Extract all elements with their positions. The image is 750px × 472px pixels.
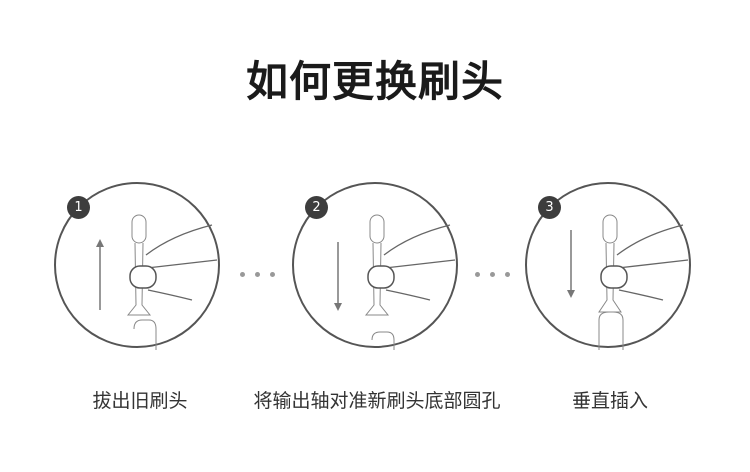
toothbrush-remove-illustration bbox=[54, 182, 220, 350]
progress-dots bbox=[475, 262, 520, 281]
toothbrush-insert-illustration bbox=[525, 182, 691, 350]
step-number-badge: 3 bbox=[538, 196, 561, 219]
step-number-badge: 1 bbox=[67, 196, 90, 219]
toothbrush-align-illustration bbox=[292, 182, 458, 350]
progress-dots bbox=[240, 262, 285, 281]
step-3-illustration: 3 bbox=[523, 180, 693, 350]
page-title: 如何更换刷头 bbox=[245, 57, 504, 106]
step-1-illustration: 1 bbox=[52, 180, 222, 350]
step-1-label: 拔出旧刷头 bbox=[92, 390, 188, 412]
step-2-illustration: 2 bbox=[290, 180, 460, 350]
step-2-label: 将输出轴对准新刷头底部圆孔 bbox=[253, 390, 501, 412]
step-3-label: 垂直插入 bbox=[571, 390, 648, 412]
step-number-badge: 2 bbox=[305, 196, 328, 219]
